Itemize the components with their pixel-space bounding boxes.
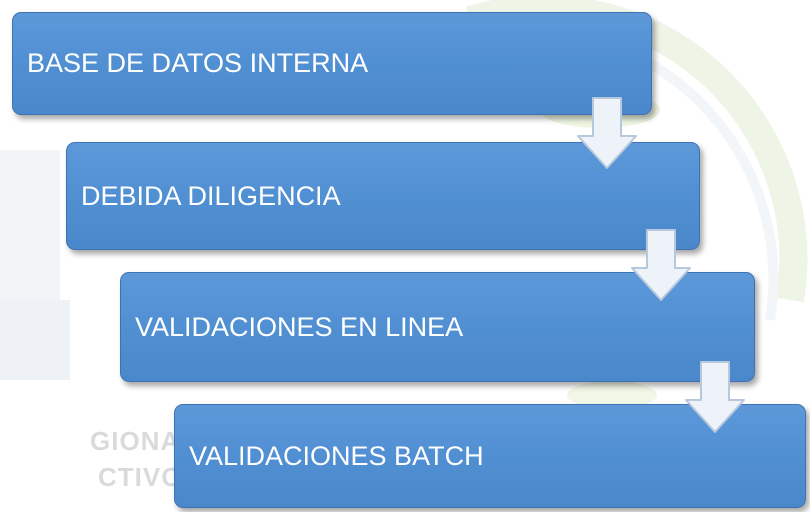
step-box-validaciones-batch: VALIDACIONES BATCH: [174, 404, 806, 508]
step-label: BASE DE DATOS INTERNA: [27, 48, 369, 78]
step-label: DEBIDA DILIGENCIA: [81, 180, 341, 211]
down-arrow-icon: [577, 97, 637, 169]
step-box-validaciones-en-linea: VALIDACIONES EN LINEA: [120, 272, 755, 382]
step-box-base-de-datos-interna: BASE DE DATOS INTERNA: [12, 12, 652, 115]
down-arrow-icon: [685, 361, 745, 433]
down-arrow-icon: [631, 229, 691, 301]
step-label: VALIDACIONES EN LINEA: [135, 311, 464, 342]
step-box-debida-diligencia: DEBIDA DILIGENCIA: [66, 142, 700, 250]
step-label: VALIDACIONES BATCH: [189, 440, 484, 471]
